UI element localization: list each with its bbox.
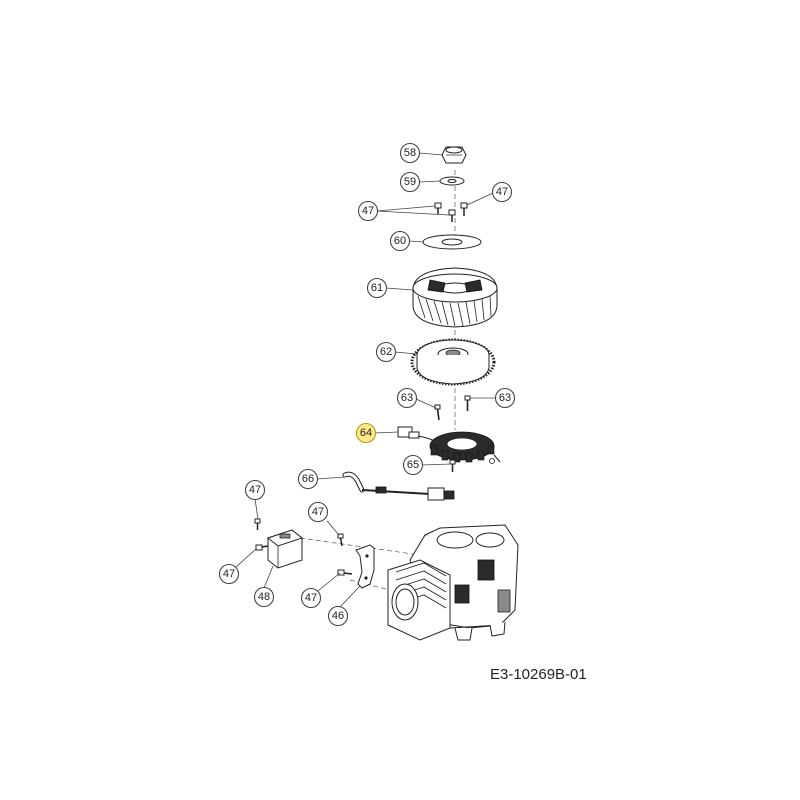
- svg-text:47: 47: [362, 205, 374, 217]
- svg-text:47: 47: [496, 186, 508, 198]
- bolt-part-right: [464, 395, 471, 411]
- screw-part-top-center: [448, 209, 456, 222]
- fan-plate-part: [422, 234, 482, 250]
- svg-text:47: 47: [223, 568, 235, 580]
- callout-62: 62: [375, 341, 397, 363]
- washer-part: [439, 176, 465, 186]
- screw-part-top-right: [460, 202, 468, 216]
- wire-harness-part: [342, 471, 455, 501]
- bracket-screw-part-upper: [337, 533, 344, 547]
- svg-text:58: 58: [404, 147, 416, 159]
- svg-text:62: 62: [380, 346, 392, 358]
- callout-47-top-left: 47: [357, 200, 379, 222]
- callout-47-top-right: 47: [491, 181, 513, 203]
- flywheel-nut-part: [441, 146, 467, 164]
- callout-65: 65: [402, 454, 424, 476]
- svg-text:61: 61: [371, 282, 383, 294]
- callout-47-bracket-upper: 47: [307, 501, 329, 523]
- module-screw-part-lower: [255, 544, 269, 551]
- svg-text:59: 59: [404, 176, 416, 188]
- drawing-code: E3-10269B-01: [490, 666, 587, 683]
- module-screw-part-upper: [254, 518, 261, 530]
- svg-text:60: 60: [394, 235, 406, 247]
- callout-58: 58: [399, 142, 421, 164]
- callout-60: 60: [389, 230, 411, 252]
- leader-lines: [235, 152, 496, 608]
- callout-66: 66: [297, 468, 319, 490]
- callout-63-left: 63: [396, 387, 418, 409]
- svg-text:48: 48: [258, 591, 270, 603]
- svg-text:47: 47: [312, 506, 324, 518]
- callout-63-right: 63: [494, 387, 516, 409]
- screw-part-top-left: [434, 202, 442, 214]
- cooling-fan-part: [412, 267, 498, 328]
- svg-text:63: 63: [499, 392, 511, 404]
- callout-48: 48: [253, 586, 275, 608]
- svg-text:63: 63: [401, 392, 413, 404]
- callout-47-module-upper: 47: [244, 479, 266, 501]
- bolt-part-left: [434, 404, 441, 421]
- svg-text:46: 46: [332, 610, 344, 622]
- callout-46: 46: [327, 605, 349, 627]
- svg-text:65: 65: [407, 459, 419, 471]
- stator-screw-part: [449, 459, 456, 472]
- stator-coil-part: [397, 426, 501, 464]
- svg-text:47: 47: [249, 484, 261, 496]
- flywheel-part: [410, 338, 496, 386]
- callout-64: 64: [355, 422, 377, 444]
- callout-59: 59: [399, 171, 421, 193]
- bracket-screw-part-lower: [337, 569, 353, 576]
- callout-47-module-lower: 47: [218, 563, 240, 585]
- ignition-module-part: [266, 529, 304, 569]
- svg-text:47: 47: [305, 592, 317, 604]
- callout-47-bracket-lower: 47: [300, 587, 322, 609]
- bracket-part: [355, 544, 375, 589]
- svg-text:64: 64: [360, 427, 372, 439]
- svg-text:66: 66: [302, 473, 314, 485]
- engine-block-part: [387, 524, 519, 641]
- callout-61: 61: [366, 277, 388, 299]
